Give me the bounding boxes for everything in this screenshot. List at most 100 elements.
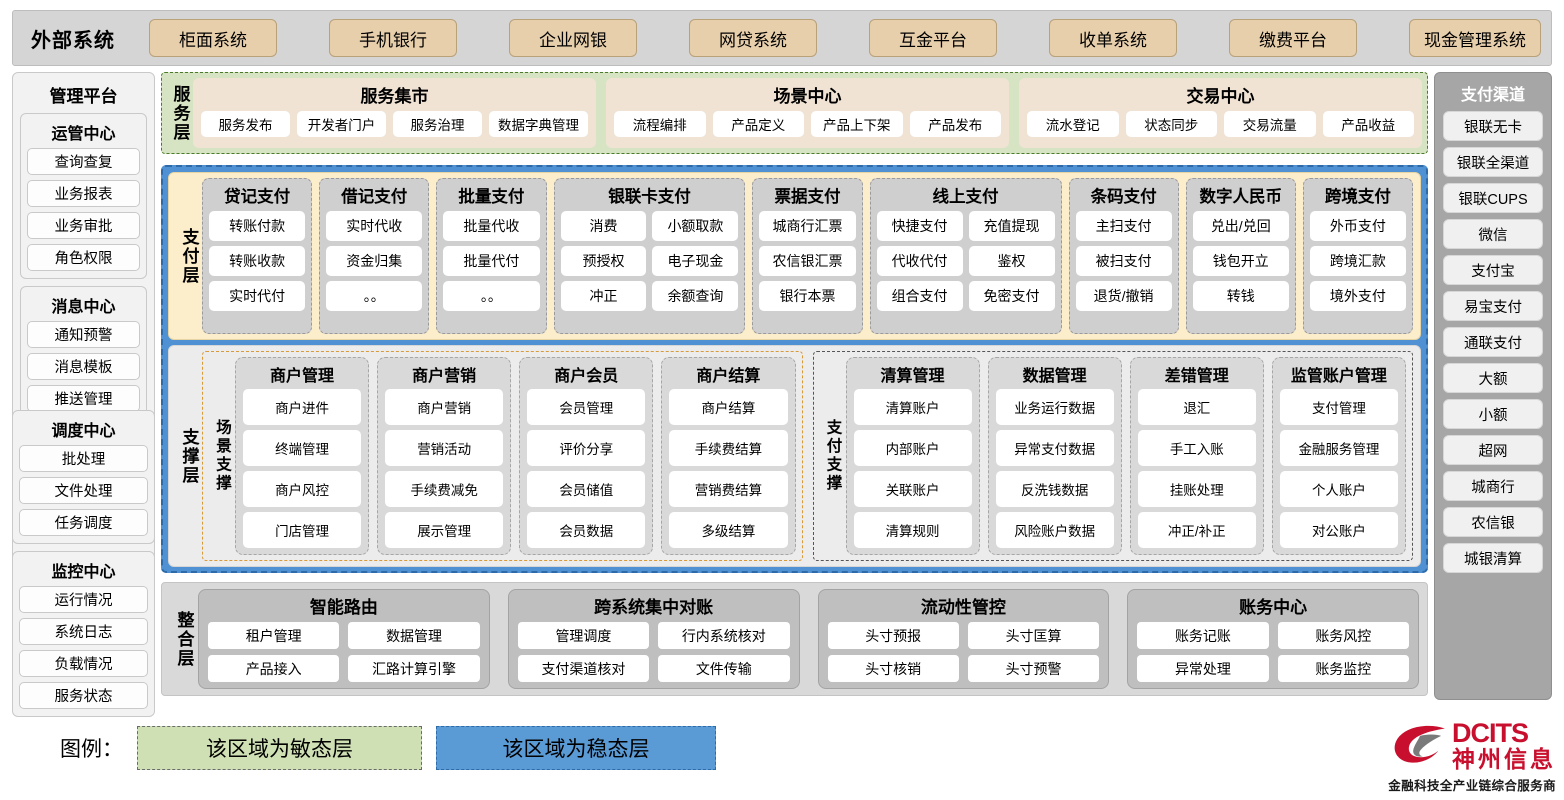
payment-item[interactable]: 组合支付: [876, 281, 963, 311]
scene-support-item[interactable]: 营销费结算: [669, 471, 788, 507]
integration-item[interactable]: 头寸预报: [827, 622, 959, 649]
payment-support-item[interactable]: 业务运行数据: [995, 389, 1114, 425]
payment-support-item[interactable]: 异常支付数据: [995, 430, 1114, 466]
management-item[interactable]: 业务审批: [27, 212, 140, 239]
integration-item[interactable]: 账务风控: [1277, 622, 1409, 649]
integration-item[interactable]: 数据管理: [348, 622, 480, 649]
payment-channel-item[interactable]: 银联无卡: [1443, 111, 1543, 141]
external-system-chip[interactable]: 柜面系统: [149, 19, 277, 57]
scene-support-item[interactable]: 展示管理: [385, 512, 504, 548]
service-item[interactable]: 服务发布: [201, 111, 290, 137]
management-item[interactable]: 消息模板: [27, 353, 140, 380]
scene-support-item[interactable]: 营销活动: [385, 430, 504, 466]
integration-item[interactable]: 文件传输: [658, 655, 790, 682]
service-item[interactable]: 流水登记: [1027, 111, 1119, 137]
management-item[interactable]: 角色权限: [27, 244, 140, 271]
payment-support-item[interactable]: 冲正/补正: [1137, 512, 1256, 548]
external-system-chip[interactable]: 手机银行: [329, 19, 457, 57]
payment-item[interactable]: 代收代付: [876, 246, 963, 276]
external-system-chip[interactable]: 互金平台: [869, 19, 997, 57]
service-item[interactable]: 产品发布: [909, 111, 1001, 137]
management-item[interactable]: 业务报表: [27, 180, 140, 207]
service-item[interactable]: 产品收益: [1322, 111, 1414, 137]
payment-channel-item[interactable]: 银联CUPS: [1443, 183, 1543, 213]
scene-support-item[interactable]: 商户进件: [243, 389, 362, 425]
scene-support-item[interactable]: 商户营销: [385, 389, 504, 425]
scene-support-item[interactable]: 会员管理: [527, 389, 646, 425]
payment-item[interactable]: 主扫支付: [1075, 211, 1172, 241]
scene-support-item[interactable]: 多级结算: [669, 512, 788, 548]
integration-item[interactable]: 账务监控: [1277, 655, 1409, 682]
management-item[interactable]: 文件处理: [19, 477, 148, 504]
payment-channel-item[interactable]: 支付宝: [1443, 255, 1543, 285]
integration-item[interactable]: 支付渠道核对: [517, 655, 650, 682]
external-system-chip[interactable]: 网贷系统: [689, 19, 817, 57]
payment-channel-item[interactable]: 农信银: [1443, 507, 1543, 537]
service-item[interactable]: 流程编排: [614, 111, 706, 137]
scene-support-item[interactable]: 商户风控: [243, 471, 362, 507]
payment-channel-item[interactable]: 超网: [1443, 435, 1543, 465]
payment-item[interactable]: 充值提现: [968, 211, 1055, 241]
management-item[interactable]: 查询查复: [27, 148, 140, 175]
payment-channel-item[interactable]: 大额: [1443, 363, 1543, 393]
payment-item[interactable]: 冲正: [560, 281, 647, 311]
payment-item[interactable]: 批量代付: [443, 246, 540, 276]
payment-item[interactable]: 鉴权: [968, 246, 1055, 276]
payment-item[interactable]: 电子现金: [652, 246, 739, 276]
payment-item[interactable]: 境外支付: [1309, 281, 1407, 311]
payment-channel-item[interactable]: 城商行: [1443, 471, 1543, 501]
integration-item[interactable]: 头寸预警: [967, 655, 1100, 682]
payment-support-item[interactable]: 清算规则: [853, 512, 972, 548]
integration-item[interactable]: 汇路计算引擎: [348, 655, 480, 682]
payment-channel-item[interactable]: 微信: [1443, 219, 1543, 249]
payment-item[interactable]: 被扫支付: [1075, 246, 1172, 276]
scene-support-item[interactable]: 评价分享: [527, 430, 646, 466]
payment-item[interactable]: 钱包开立: [1192, 246, 1289, 276]
integration-item[interactable]: 异常处理: [1137, 655, 1269, 682]
payment-support-item[interactable]: 对公账户: [1279, 512, 1398, 548]
payment-item[interactable]: 转钱: [1192, 281, 1289, 311]
management-item[interactable]: 运行情况: [19, 586, 148, 613]
payment-channel-item[interactable]: 通联支付: [1443, 327, 1543, 357]
service-item[interactable]: 服务治理: [393, 111, 482, 137]
integration-item[interactable]: 行内系统核对: [658, 622, 790, 649]
payment-channel-item[interactable]: 银联全渠道: [1443, 147, 1543, 177]
external-system-chip[interactable]: 现金管理系统: [1409, 19, 1541, 57]
management-item[interactable]: 系统日志: [19, 618, 148, 645]
integration-item[interactable]: 租户管理: [208, 622, 340, 649]
management-item[interactable]: 负载情况: [19, 650, 148, 677]
management-item[interactable]: 服务状态: [19, 682, 148, 709]
payment-item[interactable]: 银行本票: [759, 281, 856, 311]
payment-item[interactable]: 跨境汇款: [1309, 246, 1407, 276]
external-system-chip[interactable]: 缴费平台: [1229, 19, 1357, 57]
payment-support-item[interactable]: 内部账户: [853, 430, 972, 466]
payment-item[interactable]: 实时代收: [326, 211, 423, 241]
service-item[interactable]: 状态同步: [1125, 111, 1217, 137]
payment-item[interactable]: 农信银汇票: [759, 246, 856, 276]
payment-item[interactable]: 免密支付: [968, 281, 1055, 311]
management-item[interactable]: 推送管理: [27, 385, 140, 412]
service-item[interactable]: 开发者门户: [297, 111, 386, 137]
external-system-chip[interactable]: 收单系统: [1049, 19, 1177, 57]
service-item[interactable]: 交易流量: [1224, 111, 1316, 137]
scene-support-item[interactable]: 商户结算: [669, 389, 788, 425]
scene-support-item[interactable]: 会员数据: [527, 512, 646, 548]
payment-item[interactable]: 。。: [443, 281, 540, 311]
payment-item[interactable]: 转账收款: [209, 246, 306, 276]
payment-item[interactable]: 。。: [326, 281, 423, 311]
management-item[interactable]: 通知预警: [27, 321, 140, 348]
payment-channel-item[interactable]: 易宝支付: [1443, 291, 1543, 321]
payment-support-item[interactable]: 关联账户: [853, 471, 972, 507]
payment-item[interactable]: 消费: [560, 211, 647, 241]
payment-support-item[interactable]: 反洗钱数据: [995, 471, 1114, 507]
payment-item[interactable]: 外币支付: [1309, 211, 1407, 241]
payment-support-item[interactable]: 风险账户数据: [995, 512, 1114, 548]
payment-support-item[interactable]: 清算账户: [853, 389, 972, 425]
payment-channel-item[interactable]: 小额: [1443, 399, 1543, 429]
integration-item[interactable]: 管理调度: [517, 622, 650, 649]
integration-item[interactable]: 头寸匡算: [967, 622, 1100, 649]
payment-item[interactable]: 实时代付: [209, 281, 306, 311]
service-item[interactable]: 数据字典管理: [489, 111, 588, 137]
scene-support-item[interactable]: 会员储值: [527, 471, 646, 507]
integration-item[interactable]: 账务记账: [1137, 622, 1269, 649]
